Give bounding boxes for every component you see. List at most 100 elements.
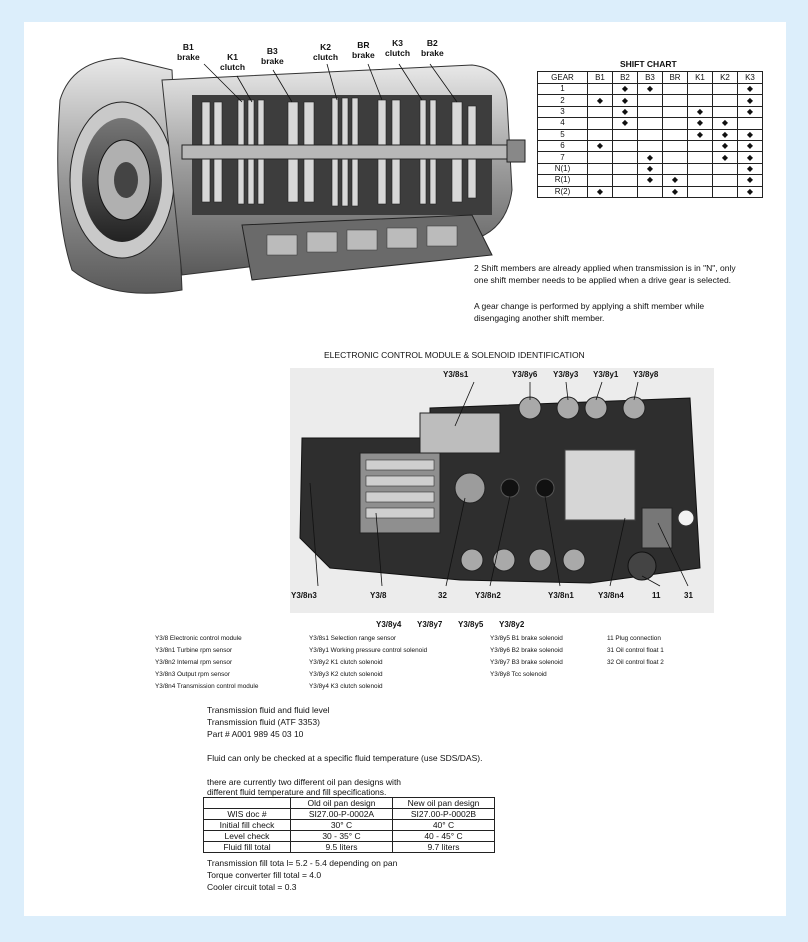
legend-item: Y3/8n4 Transmission control module bbox=[155, 683, 259, 690]
table-cell: 30 - 35° C bbox=[290, 830, 393, 842]
shift-chart-row: 2◆◆◆ bbox=[537, 94, 763, 107]
shift-chart-title: SHIFT CHART bbox=[620, 59, 677, 69]
shift-chart-cell: ◆ bbox=[637, 162, 663, 176]
shift-chart-col-header: K3 bbox=[737, 71, 763, 84]
label-y3-8n1: Y3/8n1 bbox=[548, 591, 574, 600]
shift-chart-cell bbox=[662, 94, 688, 107]
shift-chart-cell: ◆ bbox=[737, 82, 763, 96]
shift-chart-cell bbox=[687, 174, 713, 187]
legend-item: Y3/8n3 Output rpm sensor bbox=[155, 671, 230, 678]
legend-item: Y3/8s1 Selection range sensor bbox=[309, 635, 397, 642]
callout-k2: K2 clutch bbox=[313, 42, 338, 62]
shift-chart-gear-cell: 4 bbox=[537, 117, 588, 130]
shift-chart-cell bbox=[687, 185, 713, 198]
table-cell: 40° C bbox=[392, 819, 495, 831]
shift-chart-cell: ◆ bbox=[712, 117, 738, 130]
label-y3-8n3: Y3/8n3 bbox=[291, 591, 317, 600]
shift-note-1: 2 Shift members are already applied when… bbox=[474, 262, 736, 286]
callout-k2-code: K2 bbox=[320, 42, 331, 52]
table-cell: Initial fill check bbox=[203, 819, 291, 831]
callout-b1-type: brake bbox=[177, 52, 200, 62]
callout-k1: K1 clutch bbox=[220, 52, 245, 72]
shift-chart-table: GEAR B1 B2 B3 BR K1 K2 K3 1◆◆◆2◆◆◆3◆◆◆4◆… bbox=[537, 71, 763, 198]
cooler-circuit-total: Cooler circuit total = 0.3 bbox=[207, 882, 297, 892]
shift-note-1-line: one shift member needs to be applied whe… bbox=[474, 275, 732, 285]
shift-chart-cell bbox=[637, 128, 663, 141]
callout-b2-type: brake bbox=[421, 48, 444, 58]
label-y3-8y8: Y3/8y8 bbox=[633, 370, 659, 379]
callout-b1: B1 brake bbox=[177, 42, 200, 62]
shift-chart-cell bbox=[712, 174, 738, 187]
shift-chart-cell: ◆ bbox=[712, 128, 738, 141]
shift-chart-col-header: GEAR bbox=[537, 71, 588, 84]
label-31: 31 bbox=[684, 591, 693, 600]
label-y3-8y5: Y3/8y5 bbox=[458, 620, 484, 629]
shift-chart-cell bbox=[637, 139, 663, 153]
shift-chart-cell bbox=[587, 117, 613, 130]
control-module-photo bbox=[290, 368, 714, 613]
shift-chart-gear-cell: 3 bbox=[537, 105, 588, 119]
callout-b3: B3 brake bbox=[261, 46, 284, 66]
shift-chart-cell: ◆ bbox=[637, 174, 663, 187]
shift-chart-cell bbox=[662, 128, 688, 141]
table-cell: Level check bbox=[203, 830, 291, 842]
shift-chart-cell bbox=[712, 162, 738, 176]
shift-chart-cell bbox=[637, 117, 663, 130]
shift-chart-header-row: GEAR B1 B2 B3 BR K1 K2 K3 bbox=[537, 71, 763, 84]
legend-item: Y3/8y2 K1 clutch solenoid bbox=[309, 659, 383, 666]
shift-chart-cell: ◆ bbox=[662, 185, 688, 198]
shift-chart-col-header: K1 bbox=[687, 71, 713, 84]
label-y3-8y4: Y3/8y4 bbox=[376, 620, 402, 629]
shift-chart-cell bbox=[687, 162, 713, 176]
shift-chart-row: R(1)◆◆◆ bbox=[537, 174, 763, 187]
table-row: Level check 30 - 35° C 40 - 45° C bbox=[203, 830, 495, 842]
shift-chart-cell bbox=[612, 162, 638, 176]
shift-chart-row: N(1) ◆ ◆ bbox=[537, 162, 763, 176]
shift-note-2: A gear change is performed by applying a… bbox=[474, 300, 704, 324]
fluid-heading: Transmission fluid and fluid level bbox=[207, 705, 330, 715]
shift-chart-row: 4◆◆◆ bbox=[537, 117, 763, 130]
oil-pan-note-line2: different fluid temperature and fill spe… bbox=[207, 787, 387, 797]
module-section-title: ELECTRONIC CONTROL MODULE & SOLENOID IDE… bbox=[324, 350, 585, 360]
callout-br-type: brake bbox=[352, 50, 375, 60]
shift-chart-cell bbox=[612, 185, 638, 198]
shift-chart-gear-cell: N(1) bbox=[537, 162, 588, 176]
label-y3-8n2: Y3/8n2 bbox=[475, 591, 501, 600]
table-header-cell bbox=[203, 797, 291, 809]
shift-chart-cell bbox=[587, 82, 613, 96]
callout-k2-type: clutch bbox=[313, 52, 339, 62]
shift-chart-cell bbox=[687, 82, 713, 96]
shift-chart-cell bbox=[637, 185, 663, 198]
shift-chart-cell: ◆ bbox=[637, 151, 663, 164]
shift-chart-cell bbox=[587, 174, 613, 187]
fluid-type: Transmission fluid (ATF 3353) bbox=[207, 717, 320, 727]
shift-chart-col-header: BR bbox=[662, 71, 688, 84]
table-cell: SI27.00-P-0002A bbox=[290, 808, 393, 820]
shift-chart-gear-cell: 1 bbox=[537, 82, 588, 96]
legend-item: Y3/8y5 B1 brake solenoid bbox=[490, 635, 563, 642]
shift-chart-cell bbox=[662, 162, 688, 176]
shift-chart-cell bbox=[712, 82, 738, 96]
legend-item: Y3/8y3 K2 clutch solenoid bbox=[309, 671, 383, 678]
shift-chart-cell bbox=[662, 117, 688, 130]
shift-chart-cell: ◆ bbox=[637, 82, 663, 96]
shift-chart-cell: ◆ bbox=[662, 174, 688, 187]
shift-chart-cell: ◆ bbox=[612, 105, 638, 119]
table-cell: 40 - 45° C bbox=[392, 830, 495, 842]
legend-item: 31 Oil control float 1 bbox=[607, 647, 664, 654]
legend-item: Y3/8n1 Turbine rpm sensor bbox=[155, 647, 233, 654]
shift-chart-cell bbox=[637, 105, 663, 119]
shift-chart-cell: ◆ bbox=[687, 117, 713, 130]
shift-chart-cell bbox=[587, 151, 613, 164]
table-row: Fluid fill total 9.5 liters 9.7 liters bbox=[203, 841, 495, 853]
shift-chart-row: R(2)◆◆◆ bbox=[537, 185, 763, 198]
shift-chart-row: 6◆◆◆ bbox=[537, 139, 763, 153]
shift-chart-cell bbox=[687, 94, 713, 107]
label-y3-8s1: Y3/8s1 bbox=[443, 370, 469, 379]
callout-k1-type: clutch bbox=[220, 62, 246, 72]
callout-k1-code: K1 bbox=[227, 52, 238, 62]
shift-chart-cell: ◆ bbox=[737, 162, 763, 176]
callout-k3-code: K3 bbox=[392, 38, 403, 48]
table-cell: 30° C bbox=[290, 819, 393, 831]
oil-pan-table-header: Old oil pan design New oil pan design bbox=[203, 797, 495, 809]
